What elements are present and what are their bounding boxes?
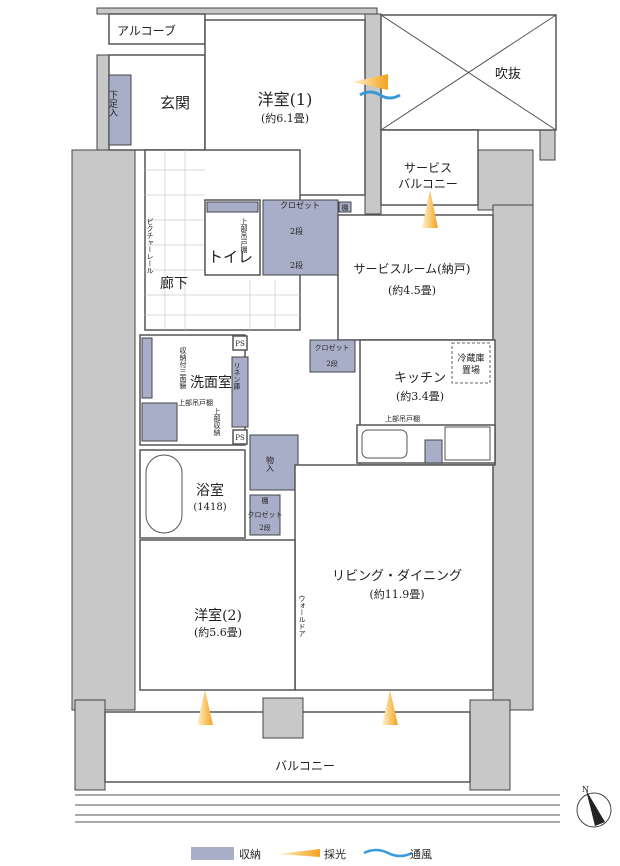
toilet-label: トイレ [208, 248, 253, 266]
bath-size: (1418) [193, 502, 226, 513]
light-wind-markers [197, 74, 438, 725]
mirror-storage [141, 337, 153, 399]
legend-wind: 通風 [410, 848, 432, 861]
fridge-label-2: 置場 [462, 364, 480, 376]
upper-cabinet [141, 402, 178, 442]
upper-storage-label: 上部収納 [213, 407, 221, 437]
linen-storage [231, 356, 249, 428]
tier-label-2: 2段 [290, 260, 303, 270]
kitchen-size: (約3.4畳) [396, 389, 444, 403]
kitchen-label: キッチン [394, 371, 446, 386]
western2-size: (約5.6畳) [194, 625, 242, 639]
ps-2 [232, 429, 248, 445]
tier-label-1: 2段 [290, 226, 303, 236]
living-dining [294, 464, 494, 691]
kitchen-cabinet-label: 上部吊戸棚 [385, 414, 420, 423]
entrance-label: 玄関 [160, 94, 190, 112]
compass-icon: N [576, 785, 612, 828]
wind-swatch-icon [363, 848, 413, 858]
closet2-tier: 2段 [326, 359, 337, 368]
shelf3-label: 棚 [262, 496, 269, 505]
service-balcony-label-1: サービス [404, 161, 452, 175]
wall-door-label: ウォールドア [298, 595, 306, 637]
sink-icon [361, 429, 408, 459]
balcony-label: バルコニー [275, 759, 335, 773]
service-room-label: サービスルーム(納戸) [353, 262, 470, 276]
atrium-label: 吹抜 [495, 66, 521, 82]
alcove [108, 13, 206, 45]
legend: 収納 採光 通風 [191, 847, 432, 861]
service-room-size: (約4.5畳) [388, 283, 436, 297]
bathtub-icon [145, 454, 183, 534]
closet2-label: クロゼット [315, 343, 350, 352]
picture-rail-label: ピクチャーレール [146, 218, 154, 274]
shelf1-label: 棚 [342, 203, 349, 212]
storage-closet [249, 434, 299, 491]
floor-tiles [145, 150, 300, 330]
walls [71, 7, 556, 791]
ps1-label: PS [235, 340, 245, 348]
closet-3 [249, 494, 281, 536]
compass-label: N [582, 785, 589, 794]
bathroom [139, 449, 246, 539]
bath-label: 浴室 [196, 482, 224, 499]
shoe-label: 下足入 [107, 90, 118, 117]
stove-icon [444, 426, 491, 461]
western2-label: 洋室(2) [194, 607, 242, 624]
shoe-storage [108, 74, 132, 146]
western1-label: 洋室(1) [258, 90, 313, 109]
kitchen-cabinet [424, 439, 443, 464]
fridge-space [451, 342, 491, 384]
shelf-1 [338, 201, 352, 213]
toilet-cabinet-label: 上部吊戸棚 [240, 217, 248, 254]
storage-swatch [191, 847, 234, 860]
toilet-cabinet [206, 201, 259, 213]
hallway-label: 廊下 [160, 275, 188, 292]
closet3-label: クロゼット [248, 510, 283, 519]
service-balcony-label-2: バルコニー [398, 177, 458, 191]
linen-label: リネン庫 [233, 362, 241, 391]
closet-1 [262, 199, 339, 276]
closet1-label: クロゼット [280, 200, 320, 210]
ps-1 [232, 335, 248, 351]
washroom-label: 洗面室 [190, 374, 232, 391]
storage-label: 物入 [266, 455, 275, 472]
living-label: リビング・ダイニング [332, 569, 462, 584]
legend-light: 採光 [324, 847, 346, 861]
alcove-label: アルコーブ [117, 23, 176, 38]
legend-storage: 収納 [239, 848, 261, 861]
closet3-tier: 2段 [259, 523, 270, 532]
light-swatch-icon [277, 849, 320, 857]
western1-size: (約6.1畳) [261, 111, 309, 125]
western-room-2 [139, 539, 296, 691]
fridge-label-1: 冷蔵庫 [457, 352, 484, 364]
closet-2 [309, 339, 356, 373]
ps2-label: PS [235, 434, 245, 442]
service-room [337, 214, 494, 341]
mirror-label: 収納付三面鏡 [179, 347, 187, 390]
upper-cabinet-label: 上部吊戸棚 [178, 398, 213, 407]
living-size: (約11.9畳) [369, 587, 424, 601]
